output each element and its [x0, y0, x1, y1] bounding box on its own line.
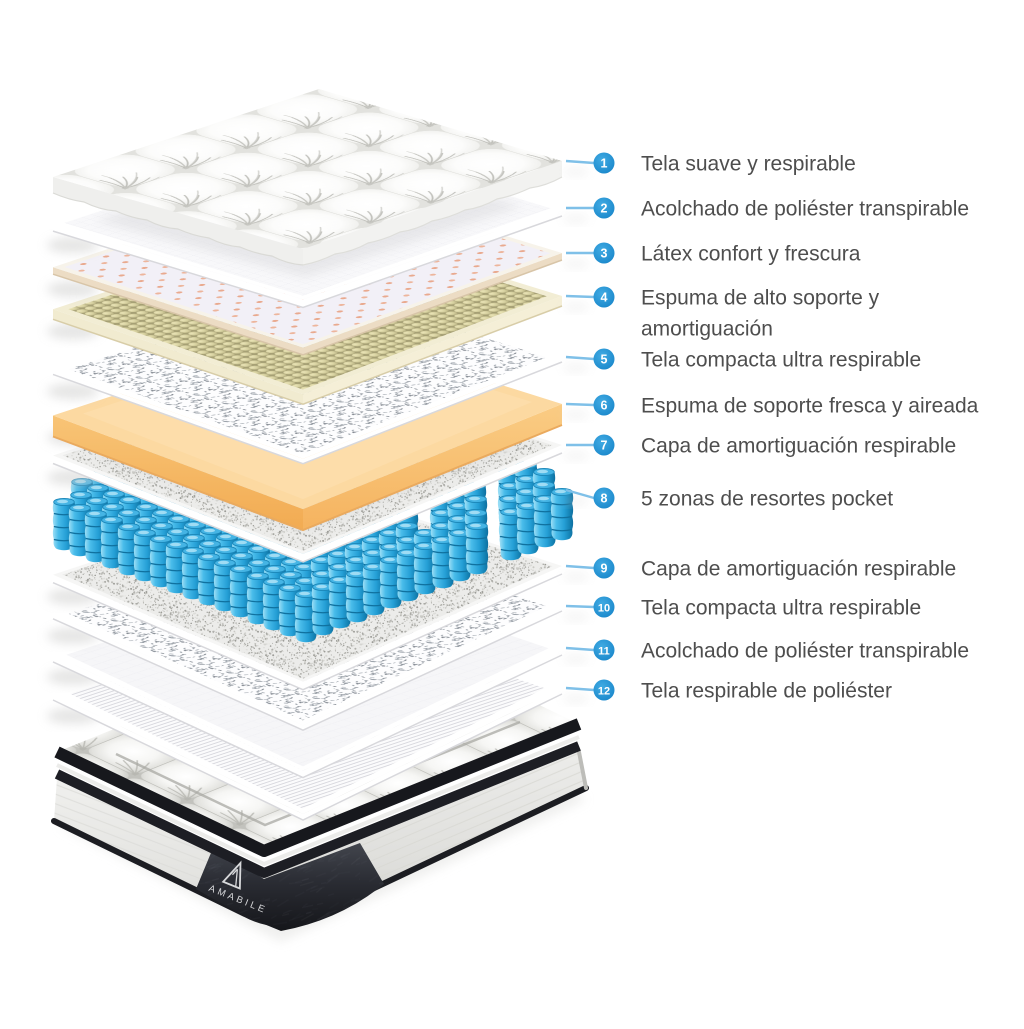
svg-text:1: 1 [601, 156, 608, 170]
svg-text:12: 12 [598, 685, 610, 697]
svg-text:7: 7 [601, 438, 608, 452]
svg-text:Capa de amortiguación respirab: Capa de amortiguación respirable [641, 558, 956, 581]
svg-text:Espuma de alto soporte y: Espuma de alto soporte y [641, 287, 880, 310]
svg-text:Tela compacta ultra respirable: Tela compacta ultra respirable [641, 349, 921, 372]
svg-text:Tela suave y respirable: Tela suave y respirable [641, 153, 856, 176]
svg-text:Tela compacta ultra respirable: Tela compacta ultra respirable [641, 597, 921, 620]
svg-text:3: 3 [601, 246, 608, 260]
svg-text:2: 2 [601, 201, 608, 215]
svg-text:Acolchado de poliéster transpi: Acolchado de poliéster transpirable [641, 640, 969, 663]
svg-text:5 zonas de resortes pocket: 5 zonas de resortes pocket [641, 488, 893, 511]
svg-text:Tela respirable de poliéster: Tela respirable de poliéster [641, 680, 892, 703]
svg-text:Espuma de soporte fresca y air: Espuma de soporte fresca y aireada [641, 395, 979, 418]
svg-text:amortiguación: amortiguación [641, 318, 773, 341]
svg-text:5: 5 [601, 352, 608, 366]
svg-text:11: 11 [598, 645, 610, 657]
svg-text:10: 10 [598, 602, 610, 614]
svg-text:Capa de amortiguación respirab: Capa de amortiguación respirable [641, 435, 956, 458]
svg-text:4: 4 [601, 290, 608, 304]
svg-text:9: 9 [601, 561, 608, 575]
svg-text:Látex confort y frescura: Látex confort y frescura [641, 243, 861, 266]
svg-text:6: 6 [601, 398, 608, 412]
svg-text:Acolchado de poliéster transpi: Acolchado de poliéster transpirable [641, 198, 969, 221]
svg-text:8: 8 [601, 491, 608, 505]
